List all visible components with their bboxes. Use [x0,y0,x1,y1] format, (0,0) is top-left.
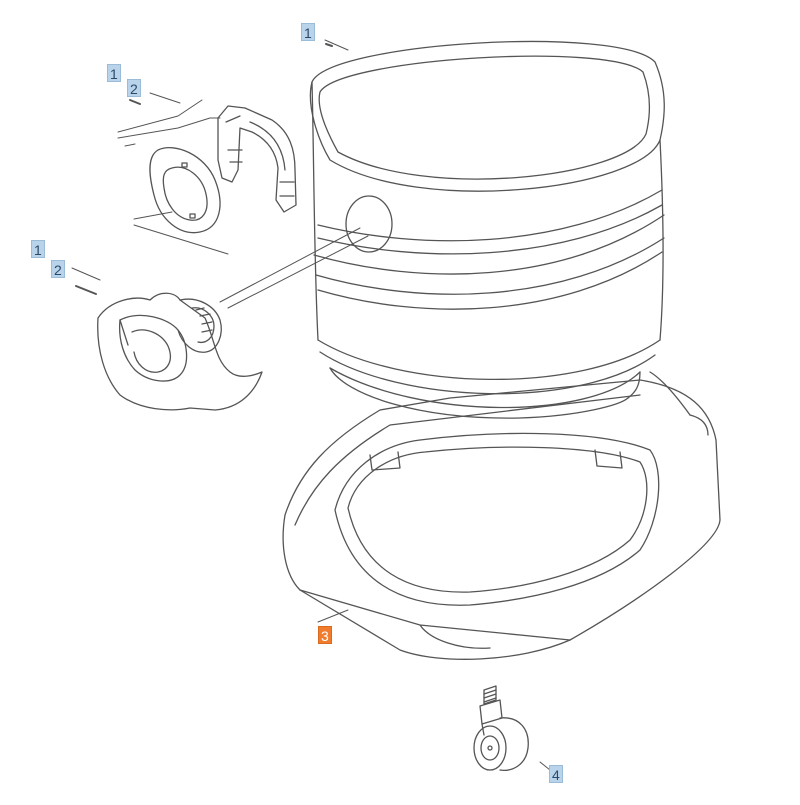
locking-clip-part [217,105,297,213]
leader-lines [71,39,551,771]
hose-connector-part [97,292,263,411]
castor-wheel-part [473,685,529,771]
callout-2-clip[interactable]: 2 [127,79,141,97]
callout-2-connector[interactable]: 2 [51,260,65,278]
seal-ring-part [149,147,221,234]
callout-4-castor[interactable]: 4 [549,765,563,783]
callout-1-clip[interactable]: 1 [107,64,121,82]
callout-1-tank[interactable]: 1 [301,23,315,41]
base-frame-part [282,371,721,660]
callout-3-base[interactable]: 3 [318,626,332,644]
container-tank-part [309,40,665,419]
callout-1-connector[interactable]: 1 [31,240,45,258]
